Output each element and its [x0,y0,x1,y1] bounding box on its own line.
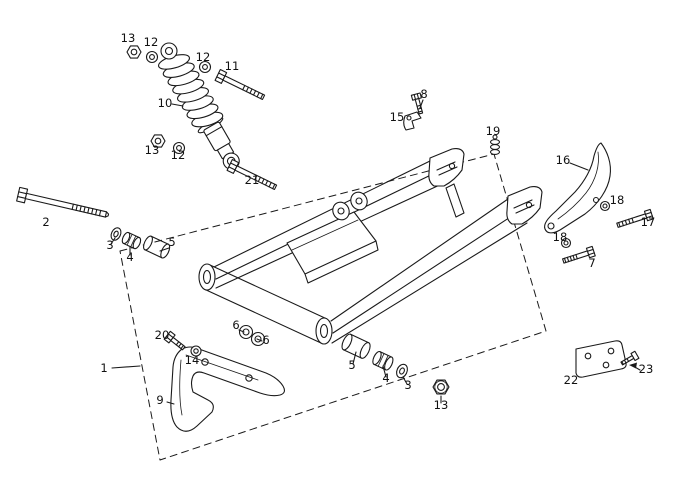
shock-top-washer-right [198,60,212,74]
rear-shock-absorber [157,54,240,170]
callout-15: 15 [390,110,405,124]
callout-6-a: 6 [232,318,239,332]
guard-washer-lower [560,237,572,249]
callout-13-c: 13 [434,398,449,412]
assembly-boundary-dashed [119,153,547,461]
callout-6-b: 6 [262,333,269,347]
swingarm-pivot-tube [203,264,328,344]
callout-1: 1 [100,361,107,375]
bracket-plate [575,340,627,378]
pivot-nut [432,379,450,395]
callout-9: 9 [156,393,163,407]
slider-screw [163,330,186,351]
callout-16: 16 [556,153,571,167]
cable-clamp [403,111,422,131]
callout-7: 7 [588,256,595,270]
bushing-ribbed-right [372,350,394,371]
callout-4-a: 4 [126,250,133,264]
shock-top-washer-left [145,50,159,64]
callout-12-c: 12 [171,148,186,162]
slider-washer [190,345,202,357]
callout-19: 19 [486,124,501,138]
shock-bottom-washer [172,141,186,155]
guard-screw-upper [616,208,654,228]
pivot-bolt [16,186,110,218]
callout-20: 20 [155,328,170,342]
far-axle-plate [445,183,465,218]
callout-3-b: 3 [404,378,411,392]
shock-top-nut [126,45,142,59]
bushing-ribbed-left [121,231,142,250]
callout-13-b: 13 [145,143,160,157]
arrowhead-23 [629,362,637,369]
chain-guard [544,142,611,234]
callout-3-a: 3 [106,238,113,252]
callout-10: 10 [158,96,173,110]
callout-13-a: 13 [121,31,136,45]
guard-washer-upper [599,200,611,212]
swingarm-lower-arm [315,198,528,345]
bushing-small-right [396,363,408,379]
callout-14: 14 [185,353,200,367]
callout-4-b: 4 [382,371,389,385]
bushing-sleeve-right [341,333,371,359]
callout-18-b: 18 [553,230,568,244]
callout-5-a: 5 [168,235,175,249]
callout-12-a: 12 [144,35,159,49]
callout-18-a: 18 [610,193,625,207]
shock-top-eye [160,42,178,60]
chain-slider [170,346,286,432]
callout-labels: 13 12 12 11 10 8 15 13 12 19 16 21 18 17… [42,31,655,412]
spring-pin [489,134,501,155]
callout-2: 2 [42,215,49,229]
callout-17: 17 [641,215,656,229]
callout-22: 22 [564,373,579,387]
shock-bottom-nut [150,134,166,148]
guard-screw-lower [562,245,596,264]
callout-21: 21 [245,173,260,187]
bushing-sleeve-left [143,235,171,259]
callout-8: 8 [420,87,427,101]
callout-11: 11 [225,59,240,73]
bracket-screw [620,350,640,366]
axle-plate-lower [506,186,543,225]
guide-bolt [410,92,424,115]
shock-top-bolt [214,68,266,100]
callout-23: 23 [639,362,654,376]
swingarm-upper-arm [198,160,445,291]
callout-12-b: 12 [196,50,211,64]
leader-lines [110,99,641,405]
shock-bottom-bolt [226,158,278,190]
axle-plate-upper [428,148,465,187]
swingarm-cross-member [286,191,379,284]
pivot-washers [238,324,266,347]
callout-5-b: 5 [348,358,355,372]
